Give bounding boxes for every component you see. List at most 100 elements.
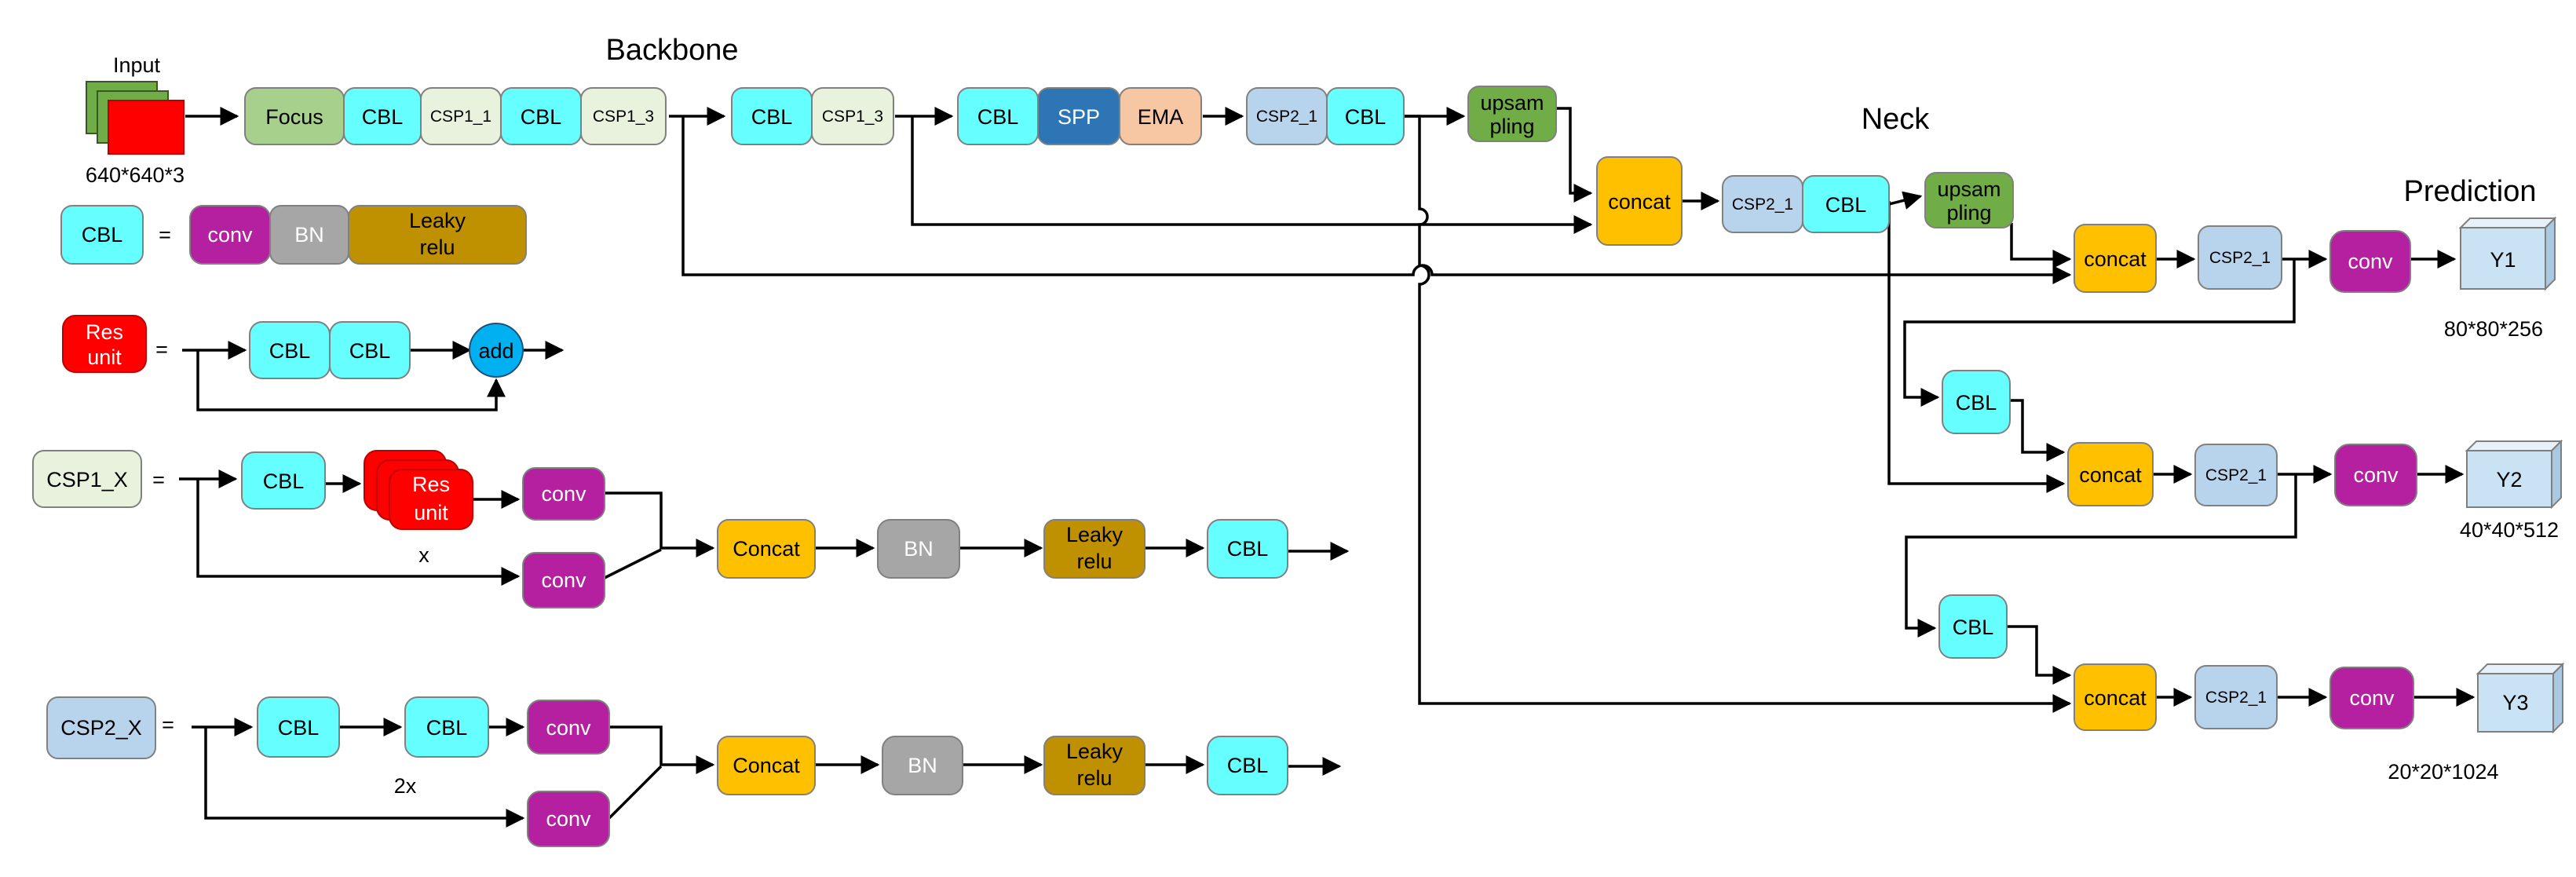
p4-conv: conv: [2334, 444, 2417, 506]
svg-text:CSP1_X: CSP1_X: [46, 468, 128, 491]
p5-csp2-1: CSP2_1: [2194, 665, 2278, 729]
svg-text:CBL: CBL: [426, 716, 468, 740]
svg-text:CSP1_3: CSP1_3: [593, 108, 654, 126]
legend-csp2x-cbl-out: [1207, 736, 1288, 795]
svg-text:BN: BN: [904, 537, 934, 561]
svg-text:CBL: CBL: [1345, 105, 1387, 129]
svg-text:conv: conv: [2349, 686, 2395, 710]
svg-text:conv: conv: [2353, 463, 2399, 487]
legend-csp2x-leaky: [1043, 736, 1145, 795]
input-dims: 640*640*3: [86, 163, 185, 187]
legend-csp1x-cbl-out: [1207, 519, 1288, 579]
output-y3-dims: 20*20*1024: [2388, 760, 2498, 784]
legend-csp1x-bn: [877, 519, 960, 579]
output-y1: Y1 80*80*256: [2444, 216, 2557, 341]
legend-csp2x-bn: [882, 736, 963, 795]
legend-res-box: [62, 315, 147, 373]
svg-text:CSP2_1: CSP2_1: [1256, 108, 1317, 126]
svg-text:pling: pling: [1489, 115, 1534, 138]
svg-text:=: =: [152, 468, 165, 491]
output-y3-label: Y3: [2502, 691, 2528, 714]
svg-text:add: add: [478, 339, 513, 363]
svg-text:CBL: CBL: [1227, 754, 1269, 777]
svg-text:CBL: CBL: [751, 105, 793, 129]
svg-text:concat: concat: [1608, 190, 1671, 214]
svg-text:Res: Res: [412, 473, 450, 496]
legend-csp1x-conv-bottom: [522, 552, 605, 608]
p3-concat: concat: [2074, 224, 2157, 293]
svg-text:SPP: SPP: [1058, 105, 1100, 129]
backbone-cbl-2: CBL: [500, 87, 582, 145]
input-layer-front: [108, 100, 185, 155]
legend-csp1x-conv-top: [522, 467, 605, 521]
p4-csp2-1: CSP2_1: [2194, 444, 2278, 506]
svg-text:Leaky: Leaky: [1066, 740, 1124, 763]
legend-csp1x-cbl: [241, 451, 326, 510]
neck-csp2-1: CSP2_1: [1722, 175, 1803, 233]
legend-csp2x-conv-top: [527, 700, 610, 755]
svg-text:CBL: CBL: [269, 339, 311, 363]
p4-concat: concat: [2067, 442, 2154, 506]
svg-text:CBL: CBL: [977, 105, 1019, 129]
svg-text:CSP2_1: CSP2_1: [2205, 466, 2267, 484]
legend-leaky-box: [348, 205, 527, 265]
legend-csp1x-multiplier: x: [418, 543, 429, 567]
legend-csp2x-box: [46, 696, 156, 759]
output-y2: Y2 40*40*512: [2460, 439, 2563, 542]
legend-csp1-x: CSP1_X = CBL Res unit x conv conv Concat…: [32, 450, 1288, 608]
svg-text:CSP1_1: CSP1_1: [430, 108, 491, 126]
svg-text:CBL: CBL: [362, 105, 404, 129]
svg-text:concat: concat: [2084, 247, 2147, 271]
output-y1-label: Y1: [2490, 248, 2516, 272]
legend-csp1x-box: [32, 450, 142, 508]
svg-text:Leaky: Leaky: [409, 209, 466, 232]
svg-text:upsam: upsam: [1937, 177, 2001, 201]
backbone-csp1-1: CSP1_1: [420, 87, 502, 145]
neck-concat-1: concat: [1596, 156, 1683, 246]
legend-csp1x-concat: [717, 519, 816, 579]
legend-csp2x-cbl-2: [404, 696, 489, 758]
output-y3: Y3 20*20*1024: [2388, 662, 2565, 784]
svg-text:=: =: [155, 338, 168, 361]
neck-upsampling-1: upsam pling: [1467, 86, 1557, 142]
backbone-title: Backbone: [605, 34, 738, 67]
svg-text:conv: conv: [546, 716, 591, 740]
neck-upsampling-2: upsam pling: [1924, 172, 2014, 228]
svg-text:Res: Res: [86, 320, 123, 344]
svg-text:unit: unit: [87, 345, 122, 369]
backbone-csp1-3-b: CSP1_3: [811, 87, 894, 145]
output-y1-dims: 80*80*256: [2444, 317, 2543, 341]
legend-csp2x-conv-bottom: [527, 791, 610, 847]
legend-csp2-x: CSP2_X = CBL CBL 2x conv conv Concat BN …: [46, 696, 1288, 847]
svg-text:CBL: CBL: [1227, 537, 1269, 561]
output-y2-dims: 40*40*512: [2460, 518, 2559, 542]
svg-text:conv: conv: [546, 807, 591, 831]
svg-text:CSP2_1: CSP2_1: [2205, 689, 2267, 707]
prediction-title: Prediction: [2404, 175, 2537, 208]
svg-text:EMA: EMA: [1138, 105, 1184, 129]
svg-text:CSP2_1: CSP2_1: [2209, 249, 2271, 267]
backbone-spp: SPP: [1037, 87, 1120, 145]
svg-text:BN: BN: [294, 223, 324, 247]
legend-csp2x-cbl-1: [257, 696, 340, 758]
svg-text:Focus: Focus: [265, 105, 323, 129]
p3-csp2-1: CSP2_1: [2198, 225, 2282, 290]
svg-text:conv: conv: [541, 568, 586, 592]
legend-csp1x-leaky: [1043, 519, 1145, 579]
connections: [179, 107, 2476, 828]
legend-cbl: CBL = conv BN Leaky relu: [60, 205, 527, 265]
svg-text:CBL: CBL: [82, 223, 123, 247]
neck-title: Neck: [1862, 103, 1931, 136]
legend-csp2x-multiplier: 2x: [394, 774, 417, 798]
p3-conv: conv: [2329, 230, 2411, 293]
svg-text:Concat: Concat: [733, 537, 800, 561]
svg-text:CSP1_3: CSP1_3: [822, 108, 883, 126]
legend-res-unit: Res unit = CBL CBL add: [62, 315, 524, 379]
p5-cbl: CBL: [1938, 594, 2008, 659]
svg-text:unit: unit: [414, 501, 448, 524]
svg-text:=: =: [159, 223, 171, 247]
svg-text:relu: relu: [1076, 766, 1112, 790]
svg-text:Leaky: Leaky: [1066, 523, 1124, 546]
svg-text:CBL: CBL: [349, 339, 391, 363]
